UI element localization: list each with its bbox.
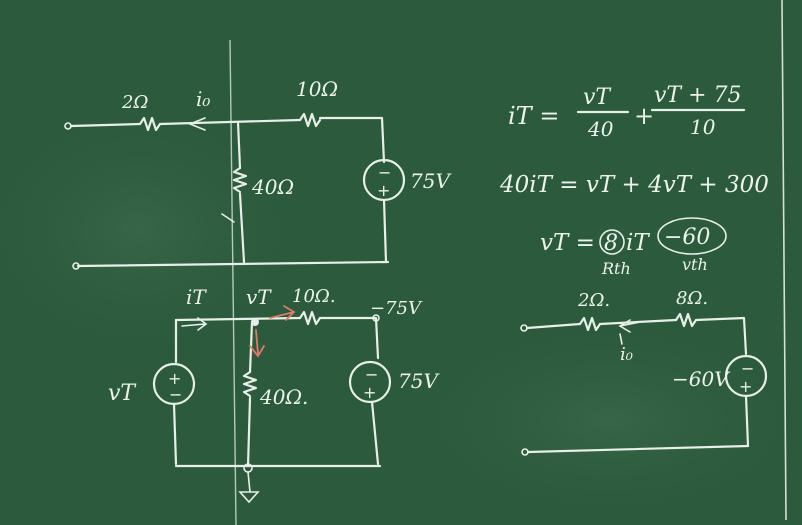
label-2ohm: 2Ω xyxy=(121,92,148,113)
label-vt-source: vT xyxy=(108,381,137,406)
label-10ohm: 10Ω xyxy=(296,77,338,101)
label-neg75v: −75V xyxy=(370,298,423,319)
resistor-40ohm-b xyxy=(242,370,258,398)
circle-vth xyxy=(657,217,727,255)
eq3-mid: iT xyxy=(626,230,650,256)
resistor-10ohm-b xyxy=(298,310,322,326)
thevenin-terminal-bottom xyxy=(521,448,529,456)
eq1-f2-num: vT + 75 xyxy=(654,83,742,108)
label-i0-th: i₀ xyxy=(620,344,633,365)
current-arrow-i0 xyxy=(187,117,206,131)
eq1-f1-den: 40 xyxy=(587,117,614,141)
label-40ohm: 40Ω xyxy=(251,175,294,199)
eq2: 40iT = vT + 4vT + 300 xyxy=(499,172,769,198)
red-arrow-right xyxy=(269,305,296,321)
resistor-8ohm-th xyxy=(674,312,698,328)
circuit-1 xyxy=(64,112,406,270)
label-vt-node: vT xyxy=(246,285,272,309)
red-arrow-down xyxy=(249,329,265,358)
circuit-2 xyxy=(152,305,392,504)
label-75v: 75V xyxy=(410,169,452,193)
source-minus: − xyxy=(378,163,391,182)
resistor-10ohm xyxy=(298,112,322,128)
circle-rth xyxy=(599,229,625,255)
eq1-lhs: iT = xyxy=(508,102,559,130)
label-2ohm-th: 2Ω. xyxy=(577,290,610,311)
equations: iT = vT 40 + vT + 75 10 40iT = vT + 4vT … xyxy=(499,83,769,278)
resistor-2ohm-th xyxy=(578,316,602,332)
label-i0: i₀ xyxy=(196,87,210,111)
current-arrow-it xyxy=(181,317,208,331)
label-75v-b: 75V xyxy=(398,369,440,393)
resistor-2ohm xyxy=(138,116,162,132)
label-10ohm-b: 10Ω. xyxy=(292,286,336,307)
label-40ohm-b: 40Ω. xyxy=(259,385,308,409)
label-it: iT xyxy=(186,285,207,309)
ground-icon xyxy=(238,471,260,504)
eq3-vth: −60 xyxy=(664,225,710,250)
eq3-lhs: vT = xyxy=(540,230,595,256)
source-plus: + xyxy=(377,181,390,200)
vt-plus: + xyxy=(168,369,181,388)
current-arrow-i0-th xyxy=(618,319,641,333)
eq3-rth: 8 xyxy=(604,231,618,256)
resistor-40ohm xyxy=(232,166,248,194)
source-b-minus: − xyxy=(365,365,378,384)
vertical-divider-right xyxy=(781,0,787,521)
vt-minus: − xyxy=(169,385,182,404)
eq1-f1-num: vT xyxy=(583,85,612,110)
label-8ohm-th: 8Ω. xyxy=(676,288,708,309)
terminal-bottom-left xyxy=(72,262,80,270)
label-neg60v: −60V xyxy=(672,367,731,391)
eq1-plus: + xyxy=(634,102,654,130)
label-vth: vth xyxy=(682,255,708,274)
source-th-minus: − xyxy=(741,359,754,378)
node-right xyxy=(372,314,380,322)
eq1-f2-den: 10 xyxy=(690,115,716,139)
label-rth: Rth xyxy=(601,259,631,278)
source-th-plus: + xyxy=(739,377,752,396)
source-b-plus: + xyxy=(363,383,376,402)
vertical-divider-left xyxy=(229,39,237,525)
current-arrow-40ohm xyxy=(221,213,235,223)
thevenin-circuit xyxy=(520,312,768,456)
voltage-source-75v-b xyxy=(348,360,392,404)
